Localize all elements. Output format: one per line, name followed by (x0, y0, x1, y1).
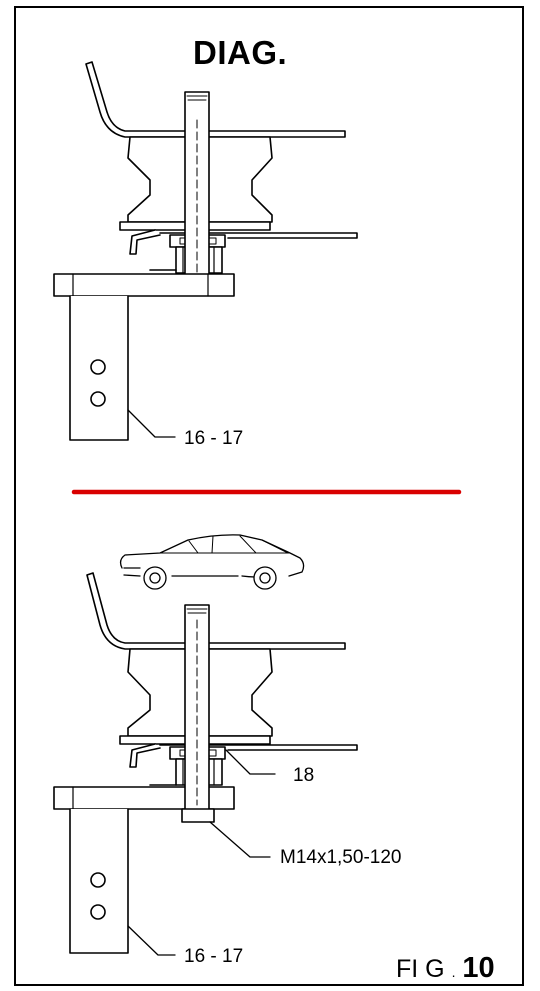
upper-flat-plate (159, 232, 358, 239)
upper-post-hole (90, 391, 106, 407)
lower-bracket-arm (86, 572, 346, 650)
figure-caption: FI G . 10 (396, 952, 495, 985)
nut-leader (225, 749, 276, 775)
figure-number: 10 (462, 952, 495, 984)
lower-leader (127, 925, 176, 956)
figure-separator: . (451, 964, 456, 980)
lower-post (69, 808, 129, 954)
figure-frame (14, 6, 524, 986)
upper-post-hole (90, 359, 106, 375)
car-wheel (253, 566, 277, 590)
upper-leader (127, 409, 176, 438)
bolt-label: M14x1,50-120 (280, 847, 402, 868)
lower-part-label: 16 - 17 (184, 946, 244, 967)
bolt-leader (209, 821, 271, 858)
upper-post (69, 295, 129, 441)
lower-post-hole (90, 872, 106, 888)
upper-support-bar (53, 273, 235, 297)
upper-bracket-arm (85, 61, 346, 138)
car-wheel (143, 566, 167, 590)
upper-assembly (53, 61, 358, 441)
lower-bolt-head (181, 808, 215, 823)
nut-label: 18 (293, 765, 315, 786)
figure-prefix: FI G (396, 955, 445, 983)
lower-post-hole (90, 904, 106, 920)
lower-flat-plate (159, 744, 358, 751)
diagram-title: DIAG. (193, 34, 288, 71)
car-icon (119, 534, 305, 590)
upper-clip (129, 229, 161, 255)
lower-clip (129, 743, 161, 768)
upper-part-label: 16 - 17 (184, 428, 244, 449)
lower-assembly (53, 572, 358, 956)
